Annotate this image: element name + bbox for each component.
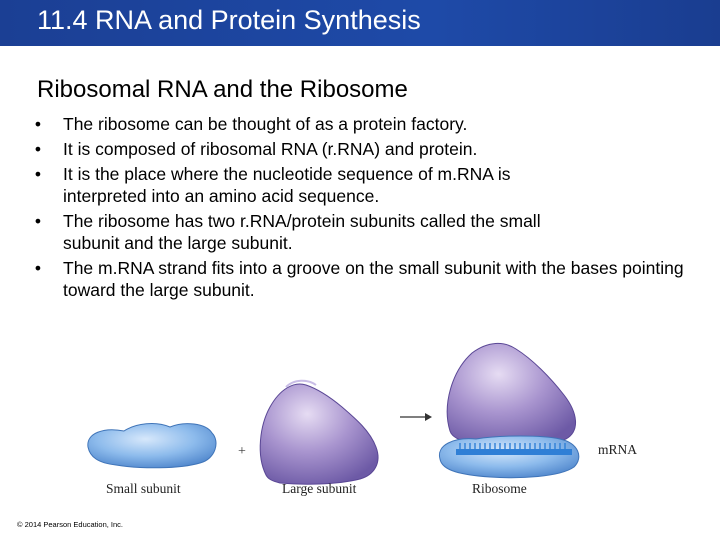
- bullet-glyph: •: [34, 211, 42, 231]
- slide-title: 11.4 RNA and Protein Synthesis: [37, 5, 421, 35]
- mrna-label: mRNA: [598, 442, 638, 457]
- large-subunit-shape: [259, 379, 379, 485]
- bullet-text: The m.RNA strand fits into a groove on t…: [63, 258, 684, 300]
- large-subunit-label: Large subunit: [282, 481, 357, 496]
- bullet-list: • The ribosome can be thought of as a pro…: [28, 113, 708, 304]
- ribosome-large-part: [446, 343, 576, 447]
- ribosome-illustration: +: [87, 343, 580, 485]
- bullet-item: • The m.RNA strand fits into a groove on …: [28, 257, 708, 301]
- bullet-text: The ribosome can be thought of as a prot…: [63, 114, 468, 134]
- bullet-glyph: •: [34, 258, 42, 278]
- bullet-text: It is composed of ribosomal RNA (r.RNA) …: [63, 139, 478, 159]
- bullet-glyph: •: [34, 164, 42, 184]
- section-heading: Ribosomal RNA and the Ribosome: [37, 76, 408, 103]
- bullet-item: • The ribosome can be thought of as a pro…: [28, 113, 708, 135]
- bullet-glyph: •: [34, 139, 42, 159]
- bullet-text: It is the place where the nucleotide seq…: [63, 164, 511, 206]
- ribosome-figure: +: [80, 335, 660, 505]
- ribosome-small-part: [438, 435, 580, 479]
- bullet-item: • It is composed of ribosomal RNA (r.RNA)…: [28, 138, 708, 160]
- assembly-arrow: [400, 413, 432, 421]
- plus-sign: +: [238, 444, 246, 459]
- bullet-text: The ribosome has two r.RNA/protein subun…: [63, 211, 541, 253]
- ribosome-label: Ribosome: [472, 481, 527, 496]
- bullet-glyph: •: [34, 114, 42, 134]
- bullet-item: • The ribosome has two r.RNA/protein subu…: [28, 210, 708, 254]
- small-subunit-label: Small subunit: [106, 481, 181, 496]
- copyright-notice: © 2014 Pearson Education, Inc.: [17, 520, 124, 529]
- title-bar: 11.4 RNA and Protein Synthesis: [0, 0, 720, 46]
- mrna-strand: [456, 443, 572, 455]
- bullet-item: • It is the place where the nucleotide se…: [28, 163, 708, 207]
- small-subunit-shape: [87, 423, 217, 469]
